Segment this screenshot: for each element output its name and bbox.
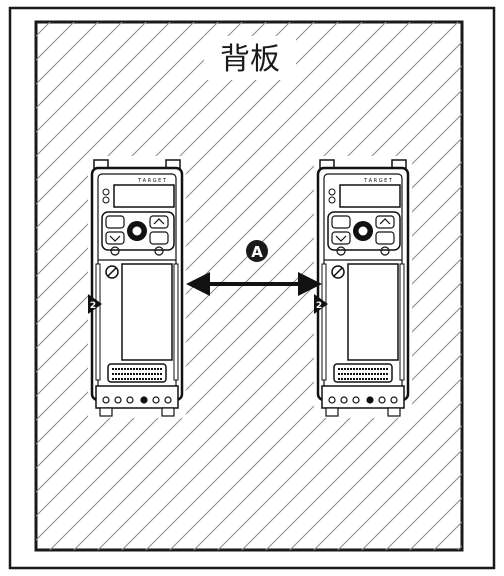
hatch-line: [265, 353, 462, 550]
hatch-line: [0, 20, 4, 560]
display-window: [113, 184, 175, 208]
hatch-line: [36, 22, 219, 205]
hatch-line: [36, 41, 462, 469]
down-arrow-icon: [109, 235, 121, 242]
side-rail-right: [399, 263, 405, 381]
status-led-icon: [328, 188, 336, 196]
keypad-key: [105, 215, 125, 229]
mount-tab-bottom-left: [99, 407, 113, 417]
hatch-line: [496, 20, 504, 560]
side-rail-right: [173, 263, 179, 381]
hatch-line: [337, 425, 462, 550]
hatch-line: [217, 305, 462, 550]
side-badge-arrow: [314, 294, 328, 314]
hatch-line: [36, 113, 462, 541]
spacing-marker: A: [246, 240, 268, 262]
terminal-cover: [121, 263, 173, 361]
keypad-key: [375, 215, 395, 229]
terminal-screw-icon: [390, 396, 398, 404]
drive-unit-right: T A R G E T 2: [314, 156, 412, 418]
stop-key-icon: [380, 246, 390, 256]
drive-base: [321, 385, 405, 409]
terminal-screw-icon: [378, 396, 386, 404]
screw-slot: [333, 267, 343, 277]
status-led-icon: [102, 188, 110, 196]
hatch-line: [361, 449, 462, 550]
side-badge-label: 2: [90, 301, 96, 311]
keypad-key: [149, 215, 169, 229]
hatch-line: [36, 22, 339, 325]
terminal-screw-icon: [328, 396, 336, 404]
mount-tab-bottom-right: [161, 407, 175, 417]
up-arrow-icon: [379, 218, 391, 225]
run-key-icon: [336, 246, 346, 256]
hatch-line: [36, 65, 462, 493]
terminal-screw-icon: [140, 396, 148, 404]
hatch-line: [289, 377, 462, 550]
keypad-key: [149, 231, 169, 245]
drive-unit-left: T A R G E T 2: [88, 156, 186, 418]
hatch-line: [36, 89, 462, 517]
hatch-line: [36, 22, 267, 253]
hatch-line: [169, 257, 462, 550]
terminal-screw-icon: [340, 396, 348, 404]
terminal-screw-icon: [352, 396, 360, 404]
run-key-icon: [110, 246, 120, 256]
terminal-cover: [347, 263, 399, 361]
hatch-line: [36, 22, 459, 445]
keypad-key: [375, 231, 395, 245]
hatch-line: [36, 22, 171, 157]
up-arrow-icon: [153, 218, 165, 225]
side-badge-arrow: [88, 294, 102, 314]
hatch-line: [36, 22, 291, 277]
side-badge-label: 2: [316, 301, 322, 311]
side-rail-left: [321, 263, 327, 381]
stop-key-icon: [154, 246, 164, 256]
drive-brand: T A R G E T: [137, 178, 167, 184]
control-knob-center: [132, 226, 142, 236]
keypad-key: [331, 215, 351, 229]
terminal-screw-icon: [152, 396, 160, 404]
hatch-line: [313, 401, 462, 550]
terminal-screw-icon: [102, 396, 110, 404]
spacing-marker-label: A: [251, 243, 263, 261]
drive-brand: T A R G E T: [363, 178, 393, 184]
status-led-icon: [102, 196, 110, 204]
hatch-line: [36, 22, 147, 133]
down-arrow-icon: [335, 235, 347, 242]
terminal-screw-icon: [366, 396, 374, 404]
mount-tab-bottom-left: [325, 407, 339, 417]
spacing-arrow: [186, 272, 322, 296]
hatch-line: [241, 329, 462, 550]
hatch-line: [36, 22, 243, 229]
screw-slot: [107, 267, 117, 277]
status-led-icon: [328, 196, 336, 204]
mount-tab-bottom-right: [387, 407, 401, 417]
backplate-label-bg: [204, 36, 296, 80]
hatch-line: [36, 22, 315, 301]
hatch-line: [36, 22, 195, 181]
display-window: [339, 184, 401, 208]
keypad-key: [105, 231, 125, 245]
drive-base: [95, 385, 179, 409]
terminal-screw-icon: [164, 396, 172, 404]
backplate-label: 背板: [220, 42, 280, 77]
side-rail-left: [95, 263, 101, 381]
keypad-key: [331, 231, 351, 245]
control-knob-center: [358, 226, 368, 236]
hatch-line: [193, 281, 462, 550]
terminal-screw-icon: [126, 396, 134, 404]
terminal-screw-icon: [114, 396, 122, 404]
